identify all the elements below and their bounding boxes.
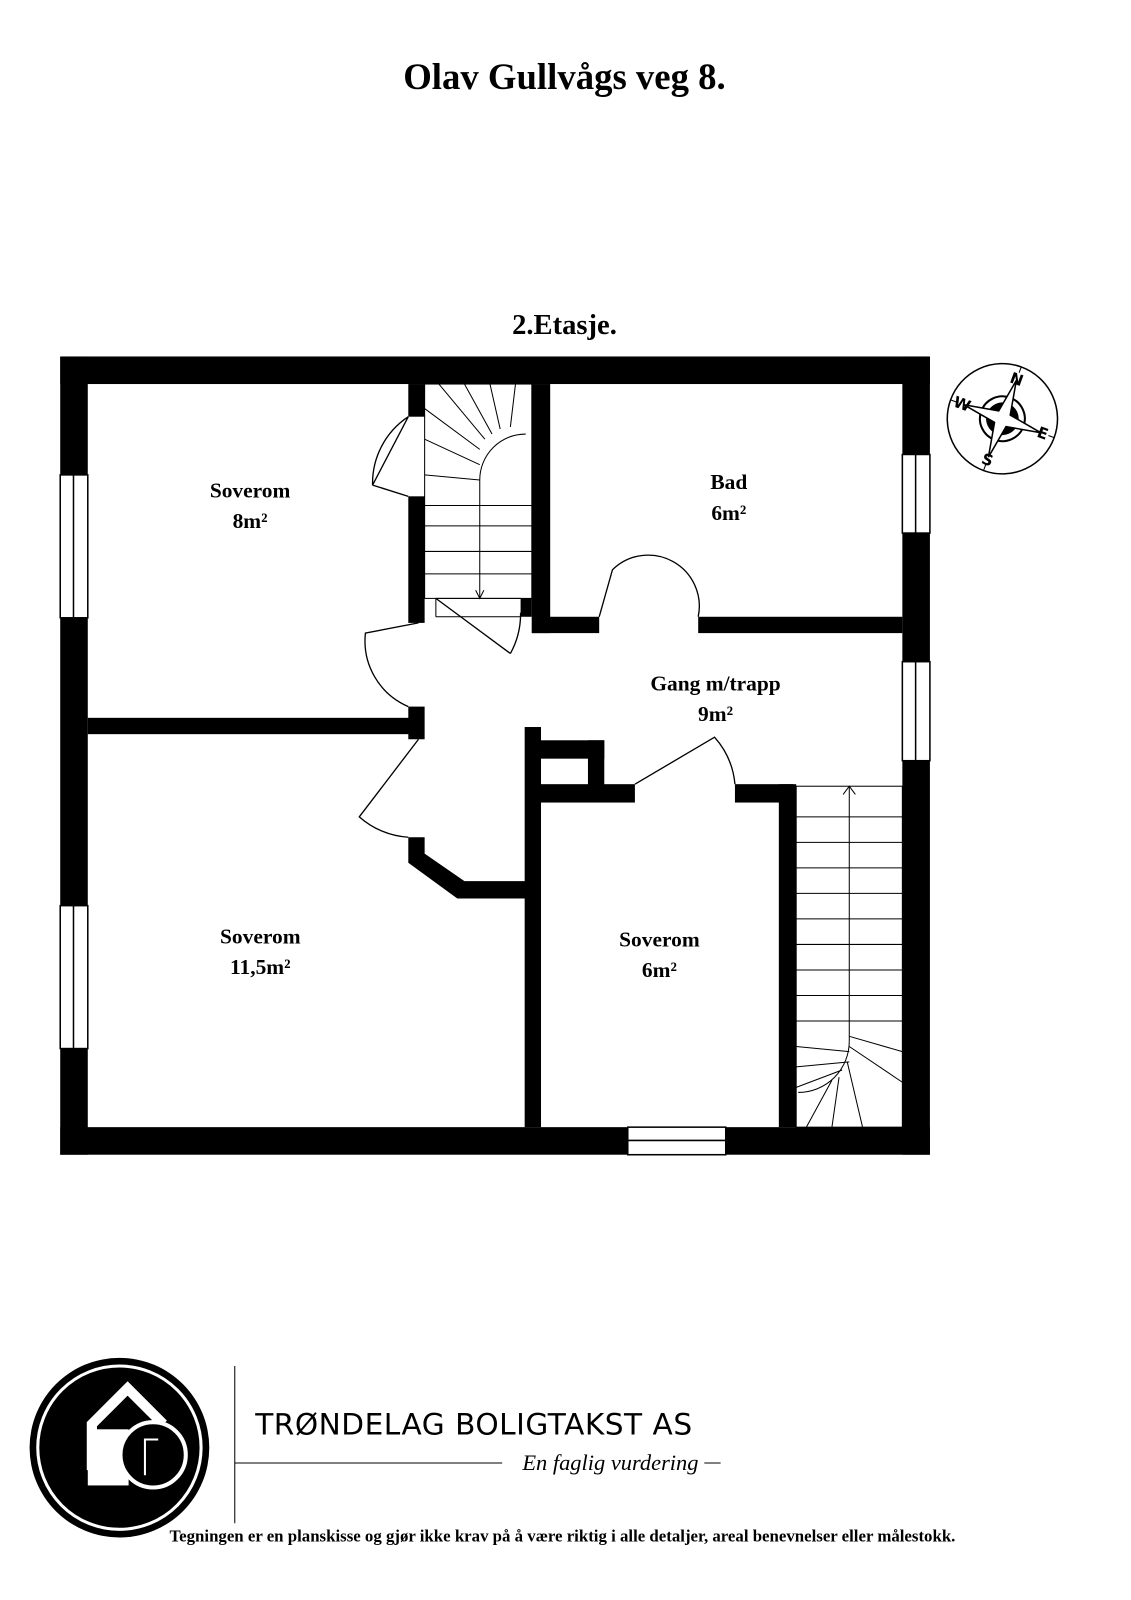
compass-east: E (1035, 423, 1051, 443)
company-name: TRØNDELAG BOLIGTAKST AS (254, 1407, 692, 1441)
windows (59, 453, 931, 1156)
floor-label: 2.Etasje. (512, 310, 617, 341)
room-name: Gang m/trapp (650, 671, 780, 695)
room-name: Soverom (210, 478, 291, 502)
room-name: Soverom (619, 927, 700, 951)
company-logo: TRØNDELAG BOLIGTAKST AS En faglig vurder… (29, 1357, 721, 1538)
interior-walls (87, 384, 903, 1128)
floor-plan: Soverom 8m² Bad 6m² Gang m/trapp 9m² Sov… (59, 356, 931, 1156)
doors (358, 416, 736, 838)
room-area: 8m² (233, 509, 268, 533)
room-name: Bad (710, 470, 747, 494)
disclaimer: Tegningen er en planskisse og gjør ikke … (169, 1527, 955, 1546)
shower-icon (118, 1420, 188, 1490)
room-area: 6m² (711, 501, 746, 525)
stairs-lower (795, 785, 903, 1128)
wall-bottom (60, 1127, 930, 1155)
wall-top (60, 356, 930, 385)
company-tagline: En faglig vurdering (521, 1450, 698, 1475)
room-area: 9m² (698, 702, 733, 726)
room-area: 11,5m² (230, 955, 291, 979)
compass-south: S (979, 450, 996, 471)
compass-north: N (1008, 369, 1026, 390)
room-name: Soverom (220, 924, 301, 948)
compass-west: W (951, 393, 973, 416)
room-area: 6m² (642, 958, 677, 982)
compass-rose-icon: N E S W (946, 362, 1059, 475)
stairs-upper (424, 383, 533, 618)
page-title: Olav Gullvågs veg 8. (403, 56, 725, 97)
